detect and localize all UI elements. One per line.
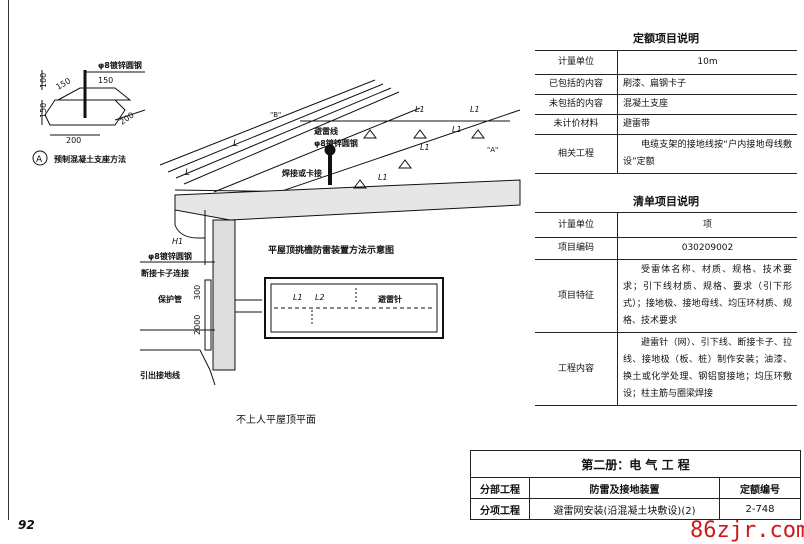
row-value: 电缆支架的接地线按“户内接地母线敷设”定额 — [617, 134, 797, 174]
table-row: 第二册：电 气 工 程 — [470, 450, 801, 478]
dim-label: 150 — [39, 103, 48, 118]
volume-title: 第二册：电 气 工 程 — [470, 450, 801, 478]
plan-L2: L2 — [315, 293, 325, 302]
row-value: 受雷体名称、材质、规格、技术要求；引下线材质、规格、要求（引下形式）；接地极、接… — [617, 259, 797, 333]
row-label: 项目编码 — [535, 237, 618, 260]
detail-a-concrete-support — [41, 70, 146, 136]
title-block: 第二册：电 气 工 程 分部工程防雷及接地装置定额编号 分项工程避雷网安装(沿混… — [470, 450, 801, 520]
table-row: 未计价材料避雷带 — [535, 114, 797, 135]
row-value: 项 — [617, 212, 797, 238]
detail-a-rod-label: φ8镀锌圆钢 — [98, 60, 142, 70]
table-row: 未包括的内容混凝土支座 — [535, 94, 797, 115]
wall-rod-label: φ8镀锌圆钢 — [148, 251, 192, 261]
row-label: 未包括的内容 — [535, 94, 618, 115]
page-number: 92 — [18, 518, 35, 532]
dim-label: 150 — [98, 76, 113, 85]
pipe-label: 保护管 — [157, 294, 182, 304]
row-value: 10m — [617, 50, 797, 75]
item-label: 分项工程 — [470, 498, 530, 520]
dim-L: L — [233, 139, 238, 149]
plan-L1: L1 — [293, 293, 303, 302]
row-value: 避雷带 — [617, 114, 797, 135]
row-value: 030209002 — [617, 237, 797, 260]
row-label: 计量单位 — [535, 212, 618, 238]
row-label: 相关工程 — [535, 134, 618, 174]
detail-a-caption: 预制混凝土支座方法 — [54, 154, 126, 164]
table-row: 分部工程防雷及接地装置定额编号 — [470, 477, 801, 499]
watermark: 86zjr.com — [690, 518, 804, 543]
eave-roof-perspective — [140, 79, 521, 386]
plan-caption: 不上人平屋顶平面 — [236, 414, 316, 426]
dept-label: 分部工程 — [470, 477, 530, 499]
row-value: 避雷针（网）、引下线、断接卡子、拉线、接地极（板、桩）制作安装；油漆、换土或化学… — [617, 332, 797, 406]
weld-label: 焊接或卡接 — [282, 168, 322, 178]
row-label: 项目特征 — [535, 259, 618, 333]
lightning-protection-drawing: φ8镀锌圆钢 150 150 100 150 200 200 A 预制混凝土支座… — [32, 60, 521, 426]
code-label: 定额编号 — [719, 477, 801, 499]
dim-2000: 2000 — [193, 315, 202, 335]
dim-L1: L1 — [415, 105, 425, 114]
table-row: 工程内容避雷针（网）、引下线、断接卡子、拉线、接地极（板、桩）制作安装；油漆、换… — [535, 332, 797, 406]
row-value: 刷漆、扁钢卡子 — [617, 74, 797, 95]
dim-L: L — [185, 168, 190, 178]
list-table-title: 清单项目说明 — [633, 195, 699, 208]
dim-300: 300 — [193, 285, 202, 300]
row-label: 已包括的内容 — [535, 74, 618, 95]
flat-roof-plan — [264, 277, 444, 339]
table-row: 相关工程电缆支架的接地线按“户内接地母线敷设”定额 — [535, 134, 797, 174]
item-value: 避雷网安装(沿混凝土块敷设)(2) — [529, 498, 720, 520]
dim-label: 200 — [66, 136, 81, 145]
row-label: 工程内容 — [535, 332, 618, 406]
detail-marker: A — [36, 155, 43, 165]
row-label: 未计价材料 — [535, 114, 618, 135]
dim-L1: L1 — [470, 105, 480, 114]
dim-L1: L1 — [420, 143, 430, 152]
row-label: 计量单位 — [535, 50, 618, 75]
detail-marker-circle — [32, 150, 48, 166]
left-border-line — [8, 0, 9, 520]
clamp-label: 断接卡子连接 — [141, 268, 189, 278]
table-row: 计量单位项 — [535, 212, 797, 238]
plan-rod-label: 避雷针 — [378, 294, 402, 304]
dim-L1: L1 — [452, 125, 462, 134]
row-value: 混凝土支座 — [617, 94, 797, 115]
table-row: 已包括的内容刷漆、扁钢卡子 — [535, 74, 797, 95]
table-row: 分项工程避雷网安装(沿混凝土块敷设)(2)2-748 — [470, 498, 801, 520]
ground-label: 引出接地线 — [140, 370, 180, 380]
dim-L1: L1 — [378, 173, 388, 182]
dim-label: 100 — [39, 73, 48, 88]
b-mark: "B" — [270, 111, 281, 119]
dim-label: 150 — [55, 76, 73, 91]
table-row: 项目特征受雷体名称、材质、规格、技术要求；引下线材质、规格、要求（引下形式）；接… — [535, 259, 797, 333]
quota-table-title: 定额项目说明 — [633, 32, 699, 45]
a-mark: "A" — [487, 146, 498, 154]
wire-label: 避雷线 — [314, 126, 338, 136]
dept-value: 防雷及接地装置 — [529, 477, 720, 499]
eave-caption: 平屋顶挑檐防雷装置方法示意图 — [268, 244, 394, 256]
dim-H1: H1 — [172, 237, 183, 246]
rod-label: φ8镀锌圆钢 — [314, 138, 358, 148]
code-value: 2-748 — [719, 498, 801, 520]
